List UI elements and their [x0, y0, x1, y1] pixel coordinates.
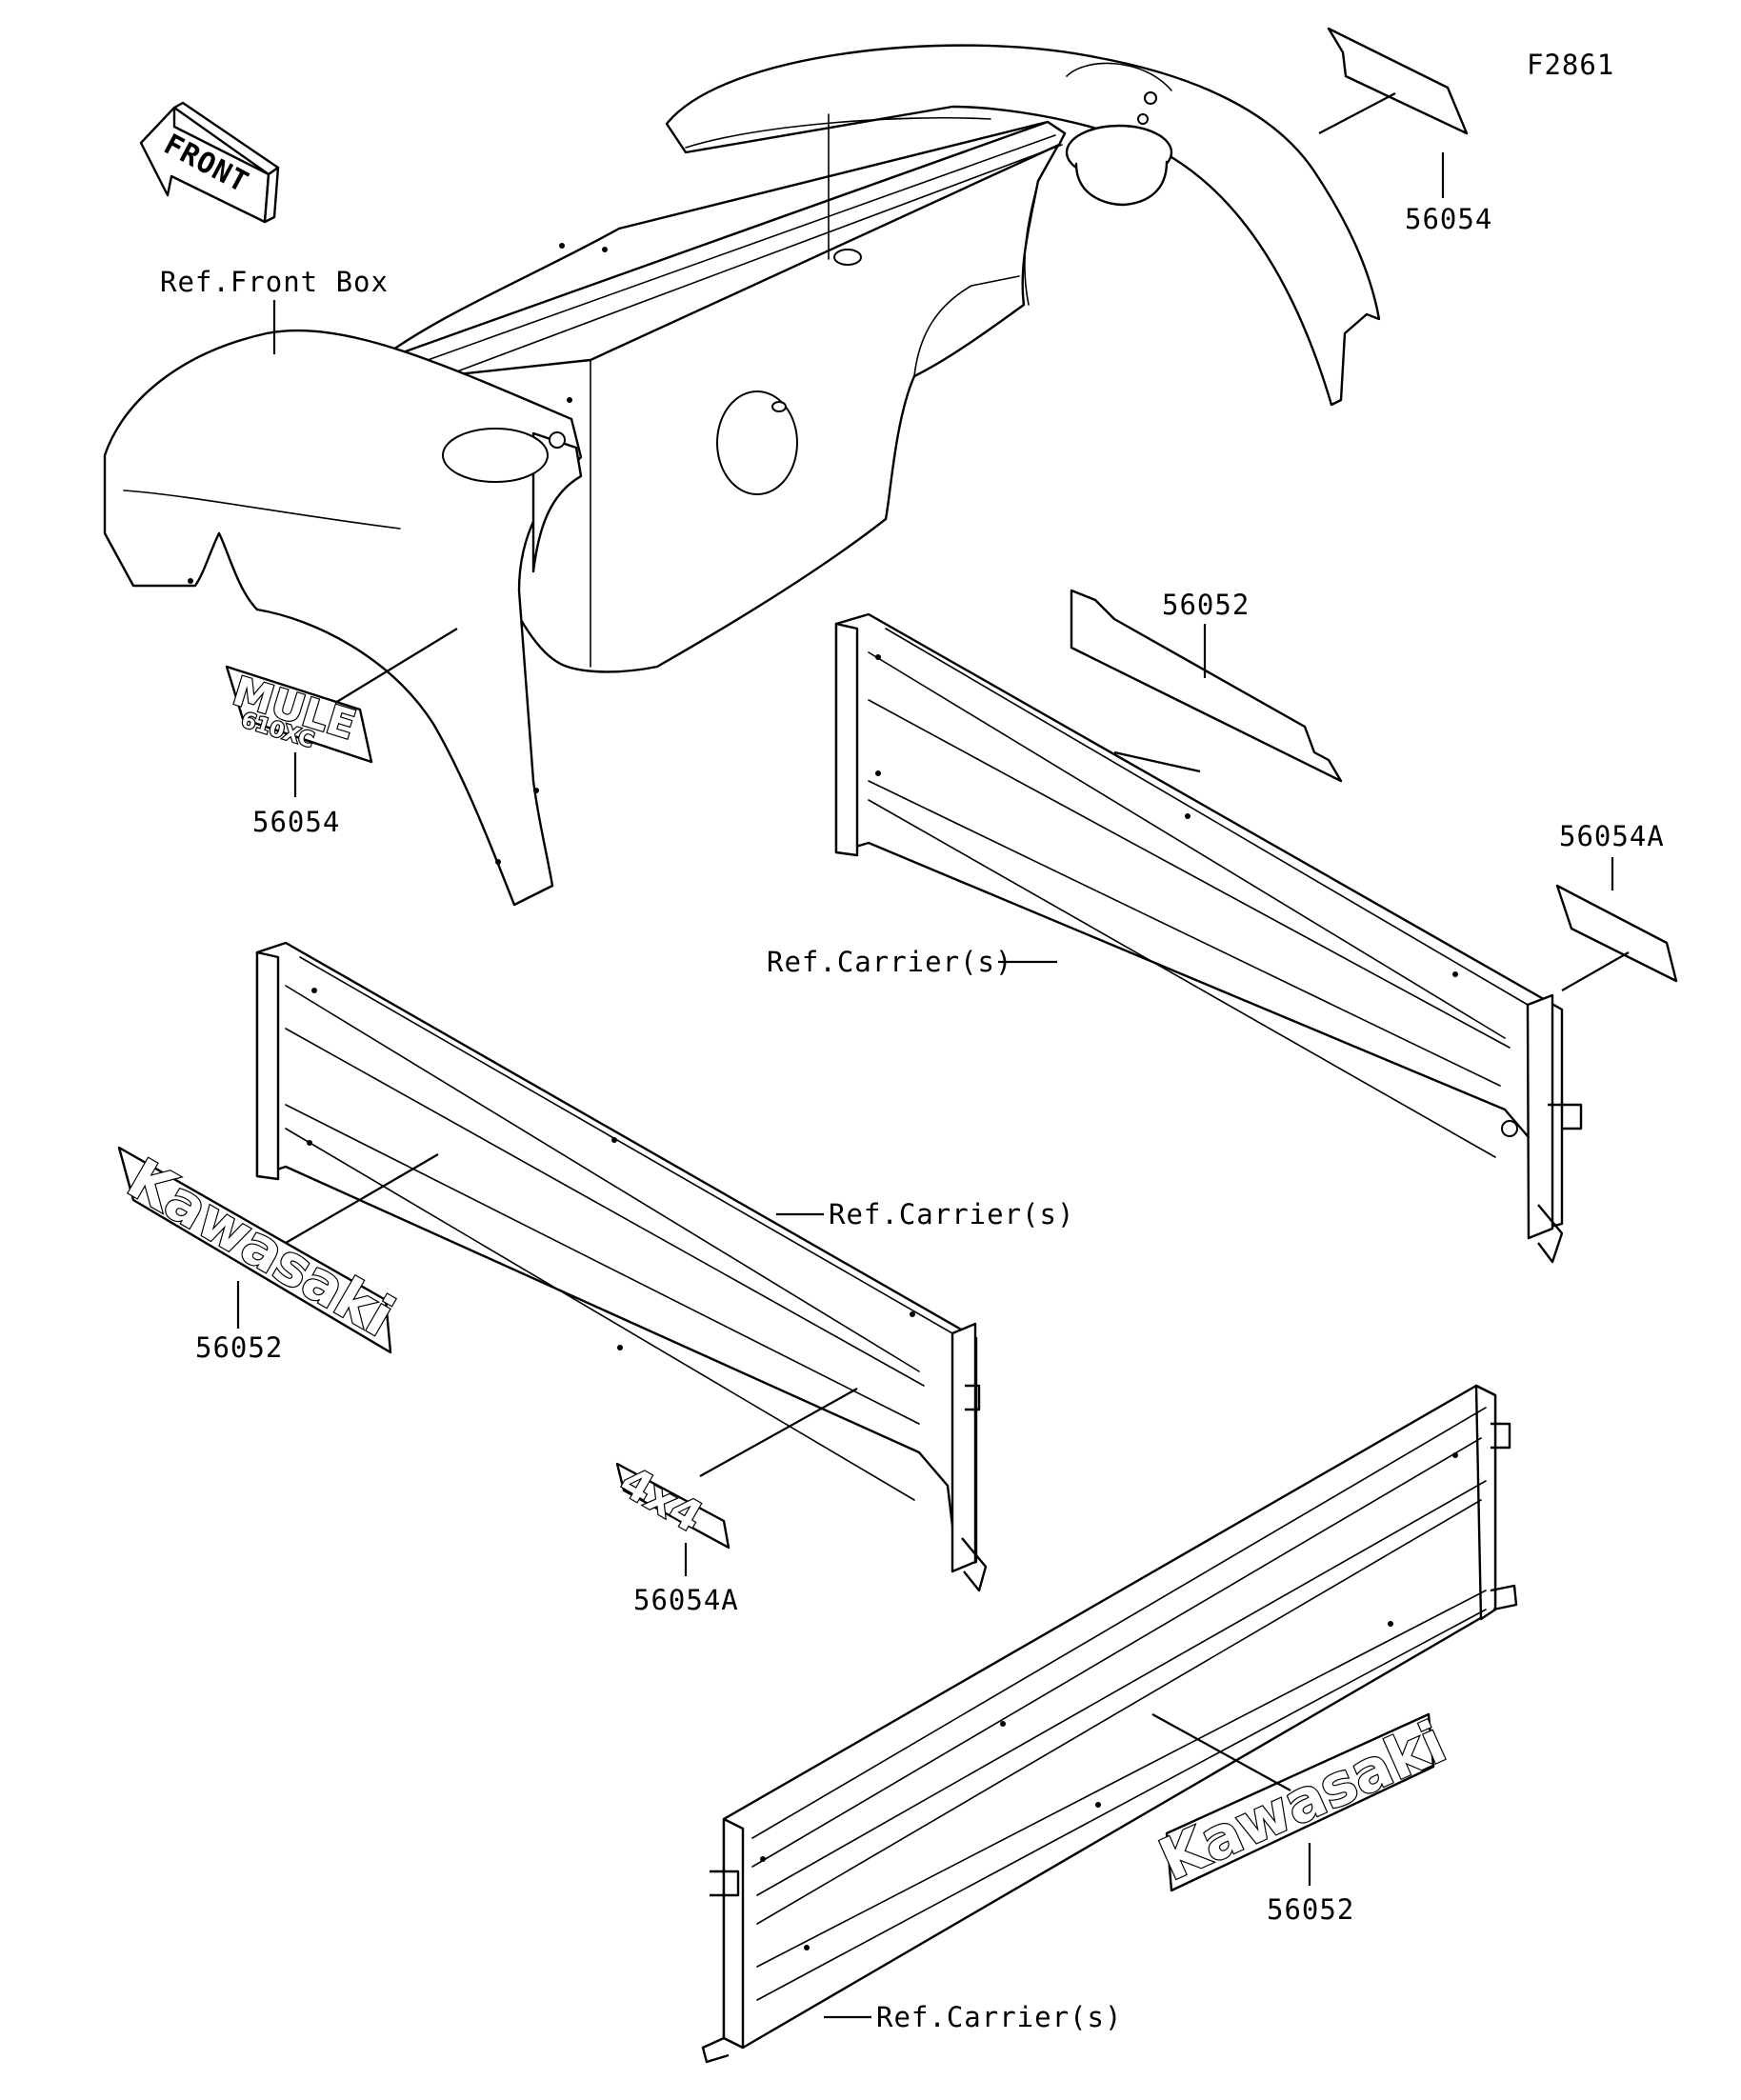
front-box-assembly: Ref.Front Box	[103, 44, 1381, 907]
carrier-panel-bottom: Ref.Carrier(s)	[701, 1384, 1518, 2064]
fourbyfour-decal: 4x4 56054A	[610, 1388, 858, 1616]
front-arrow-icon: FRONT	[139, 101, 280, 224]
figure-id: F2861	[1527, 49, 1614, 81]
ref-carrier-middle: Ref.Carrier(s)	[829, 1198, 1074, 1230]
callout-56052-left: 56052	[195, 1331, 283, 1364]
ref-carrier-bottom: Ref.Carrier(s)	[876, 2001, 1122, 2033]
callout-56052-right: 56052	[1267, 1893, 1354, 1926]
carrier-panel-middle: Ref.Carrier(s)	[255, 941, 1074, 1592]
callout-56054-mule: 56054	[252, 806, 340, 838]
tub-hole	[716, 390, 798, 495]
rear-fender-decal: 56054	[1318, 27, 1492, 235]
carrier-panel-upper-right: Ref.Carrier(s)	[767, 612, 1583, 1264]
callout-56054A-4x4: 56054A	[633, 1584, 739, 1616]
callout-56054A-side: 56054A	[1559, 820, 1665, 852]
side-decal-56054A: 56054A	[1555, 820, 1678, 991]
ref-front-box-label: Ref.Front Box	[160, 266, 389, 298]
callout-56054-fender: 56054	[1405, 203, 1492, 235]
callout-56052-upper: 56052	[1162, 589, 1250, 621]
panel-decal-upper: 56052	[1070, 589, 1343, 783]
ref-carrier-upper-right: Ref.Carrier(s)	[767, 946, 1012, 978]
